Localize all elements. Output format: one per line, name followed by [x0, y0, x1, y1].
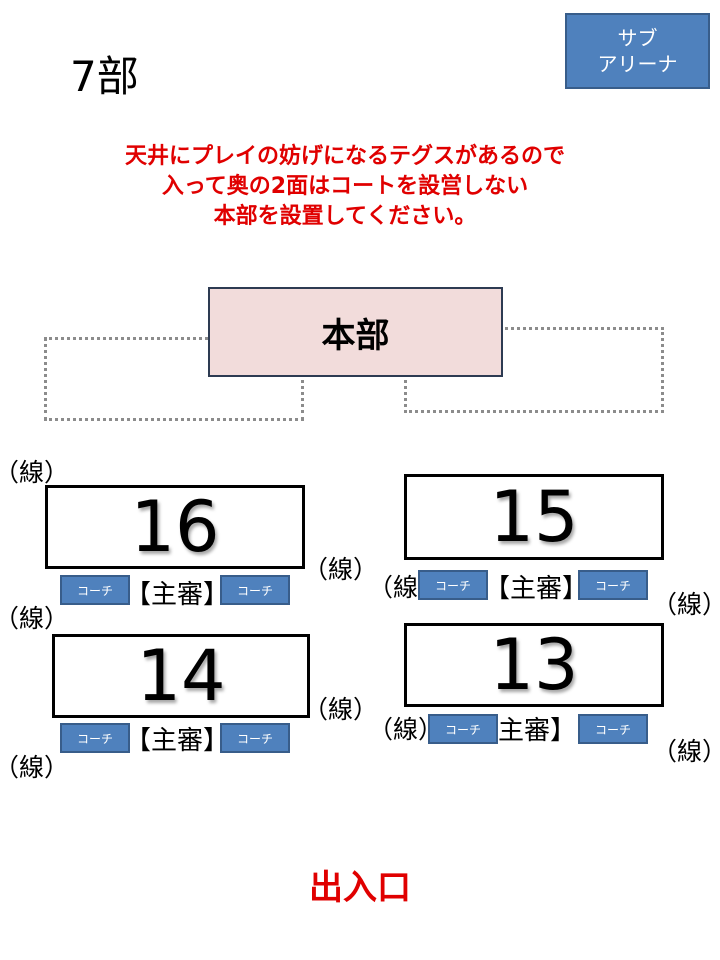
- referee-label-16: 【主審】: [125, 580, 230, 610]
- line-judge-14-bottom: （線）: [0, 753, 70, 782]
- sub-arena-button[interactable]: サブ アリーナ: [565, 13, 710, 89]
- page-title: 7部: [70, 52, 139, 101]
- referee-label-15: 【主審】: [484, 574, 589, 604]
- court-13: 13: [404, 623, 664, 707]
- coach-button-16-left[interactable]: コーチ: [60, 575, 130, 605]
- notice-line-2: 入って奥の2面はコートを設営しない: [161, 174, 529, 199]
- notice-line-1: 天井にプレイの妨げになるテグスがあるので: [124, 144, 565, 169]
- line-judge-13-right: （線）: [652, 737, 720, 766]
- sub-arena-label-1: サブ: [617, 26, 658, 50]
- line-judge-16-bottom: （線）: [0, 604, 70, 633]
- court-15: 15: [404, 474, 664, 560]
- court-15-number: 15: [489, 476, 579, 558]
- court-13-number: 13: [489, 624, 579, 706]
- coach-button-14-left[interactable]: コーチ: [60, 723, 130, 753]
- coach-button-16-right[interactable]: コーチ: [220, 575, 290, 605]
- coach-button-13-right[interactable]: コーチ: [578, 714, 648, 744]
- headquarters-box: 本部: [208, 287, 503, 377]
- coach-button-15-right[interactable]: コーチ: [578, 570, 648, 600]
- referee-label-14: 【主審】: [125, 726, 230, 756]
- line-judge-15-left: （線: [368, 573, 419, 602]
- referee-label-13: 主審】: [498, 716, 577, 746]
- sub-arena-label-2: アリーナ: [597, 52, 678, 76]
- notice-line-3: 本部を設置してください。: [213, 204, 477, 229]
- court-16-number: 16: [130, 486, 220, 568]
- coach-button-14-right[interactable]: コーチ: [220, 723, 290, 753]
- coach-button-13-left[interactable]: コーチ: [428, 714, 498, 744]
- notice-text: 天井にプレイの妨げになるテグスがあるので 入って奥の2面はコートを設営しない 本…: [0, 142, 690, 232]
- court-14: 14: [52, 634, 310, 718]
- line-judge-14-side: （線）: [303, 695, 379, 724]
- coach-button-15-left[interactable]: コーチ: [418, 570, 488, 600]
- line-judge-16-top: （線）: [0, 458, 70, 487]
- unused-area-left: [44, 337, 304, 421]
- line-judge-16-side: （線）: [303, 555, 379, 584]
- court-14-number: 14: [136, 635, 226, 717]
- entrance-label: 出入口: [309, 868, 411, 908]
- court-16: 16: [45, 485, 305, 569]
- line-judge-15-right: （線）: [652, 590, 720, 619]
